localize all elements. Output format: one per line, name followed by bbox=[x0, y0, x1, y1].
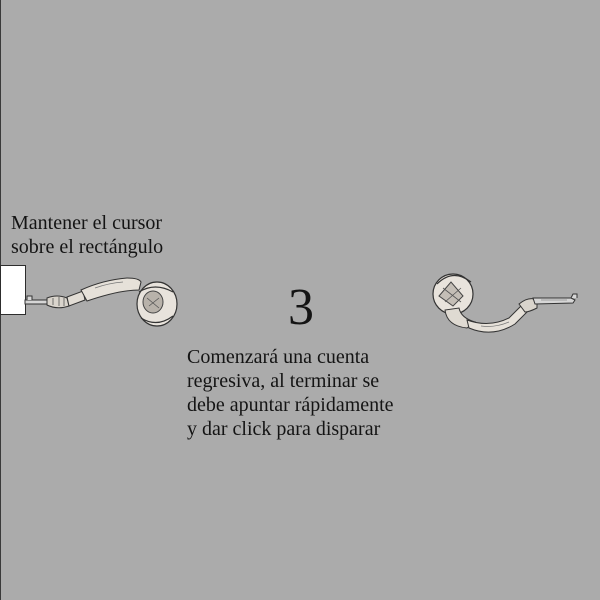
hint-line-1: Mantener el cursor bbox=[11, 212, 163, 234]
instructions-line-4: y dar click para disparar bbox=[187, 418, 381, 440]
hint-line-2: sobre el rectángulo bbox=[11, 236, 164, 258]
left-duelist-icon bbox=[24, 277, 178, 327]
countdown-number: 3 bbox=[288, 279, 314, 336]
hold-cursor-hint: Mantener el cursor sobre el rectángulo bbox=[11, 211, 211, 259]
instructions-line-2: regresiva, al terminar se bbox=[187, 370, 380, 392]
instructions-line-3: debe apuntar rápidamente bbox=[187, 394, 394, 416]
right-duelist-icon bbox=[432, 273, 578, 333]
instructions-line-1: Comenzará una cuenta bbox=[187, 346, 370, 368]
hold-rectangle[interactable] bbox=[0, 265, 26, 315]
game-instructions: Comenzará una cuenta regresiva, al termi… bbox=[187, 345, 457, 441]
